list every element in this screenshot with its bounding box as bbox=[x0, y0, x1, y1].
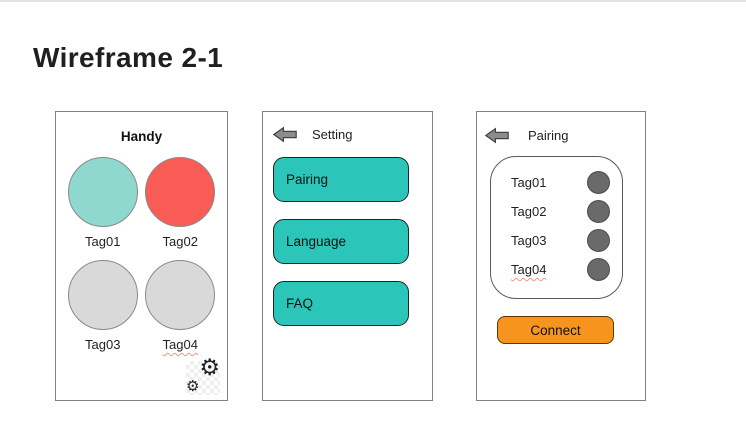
settings-gear-icon[interactable]: ⚙ ⚙ bbox=[186, 357, 220, 395]
list-row-tag01[interactable]: Tag01 bbox=[491, 168, 622, 197]
tag01-cell: Tag01 bbox=[64, 157, 142, 249]
setting-screen-frame: Setting Pairing Language FAQ bbox=[262, 111, 433, 401]
tag04-label: Tag04 bbox=[162, 337, 198, 352]
tag04-status-dot[interactable] bbox=[587, 258, 610, 281]
list-row-tag04[interactable]: Tag04 bbox=[491, 255, 622, 284]
list-row-tag02[interactable]: Tag02 bbox=[491, 197, 622, 226]
back-arrow-icon[interactable] bbox=[485, 127, 509, 144]
tag03-label: Tag03 bbox=[85, 337, 121, 352]
tag04-cell: Tag04 bbox=[142, 260, 220, 352]
tag04-circle[interactable] bbox=[145, 260, 216, 330]
pairing-header-label: Pairing bbox=[528, 128, 569, 143]
handy-screen-title: Handy bbox=[120, 129, 163, 144]
tag02-cell: Tag02 bbox=[142, 157, 220, 249]
gear-small-icon: ⚙ bbox=[186, 377, 200, 395]
back-arrow-icon[interactable] bbox=[273, 126, 297, 143]
tag01-circle[interactable] bbox=[67, 157, 138, 227]
tag02-label: Tag02 bbox=[162, 234, 198, 249]
menu-item-language[interactable]: Language bbox=[273, 219, 409, 264]
page-title: Wireframe 2-1 bbox=[33, 42, 224, 73]
tag-grid: Tag01 Tag02 Tag03 Tag04 bbox=[56, 157, 227, 352]
tag01-row-label: Tag01 bbox=[511, 175, 547, 190]
tag01-label: Tag01 bbox=[85, 234, 121, 249]
pairing-screen-frame: Pairing Tag01 Tag02 Tag03 Tag04 Connect bbox=[476, 111, 646, 401]
setting-menu: Pairing Language FAQ bbox=[263, 157, 432, 326]
pairing-tag-list: Tag01 Tag02 Tag03 Tag04 bbox=[490, 156, 623, 299]
handy-screen-frame: Handy Tag01 Tag02 Tag03 Tag04 ⚙ ⚙ bbox=[55, 111, 228, 401]
menu-item-faq[interactable]: FAQ bbox=[273, 281, 409, 326]
tag02-row-label: Tag02 bbox=[511, 204, 547, 219]
tag03-circle[interactable] bbox=[67, 260, 138, 330]
tag03-status-dot[interactable] bbox=[587, 229, 610, 252]
tag04-row-label: Tag04 bbox=[511, 262, 547, 277]
gear-large-icon: ⚙ bbox=[199, 355, 220, 381]
tag02-circle[interactable] bbox=[145, 157, 216, 227]
pairing-header: Pairing bbox=[477, 112, 645, 144]
tag03-cell: Tag03 bbox=[64, 260, 142, 352]
setting-header-label: Setting bbox=[312, 127, 353, 142]
menu-item-pairing[interactable]: Pairing bbox=[273, 157, 409, 202]
tag03-row-label: Tag03 bbox=[511, 233, 547, 248]
tag01-status-dot[interactable] bbox=[587, 171, 610, 194]
setting-header: Setting bbox=[263, 112, 432, 143]
connect-button[interactable]: Connect bbox=[497, 316, 614, 344]
tag02-status-dot[interactable] bbox=[587, 200, 610, 223]
list-row-tag03[interactable]: Tag03 bbox=[491, 226, 622, 255]
